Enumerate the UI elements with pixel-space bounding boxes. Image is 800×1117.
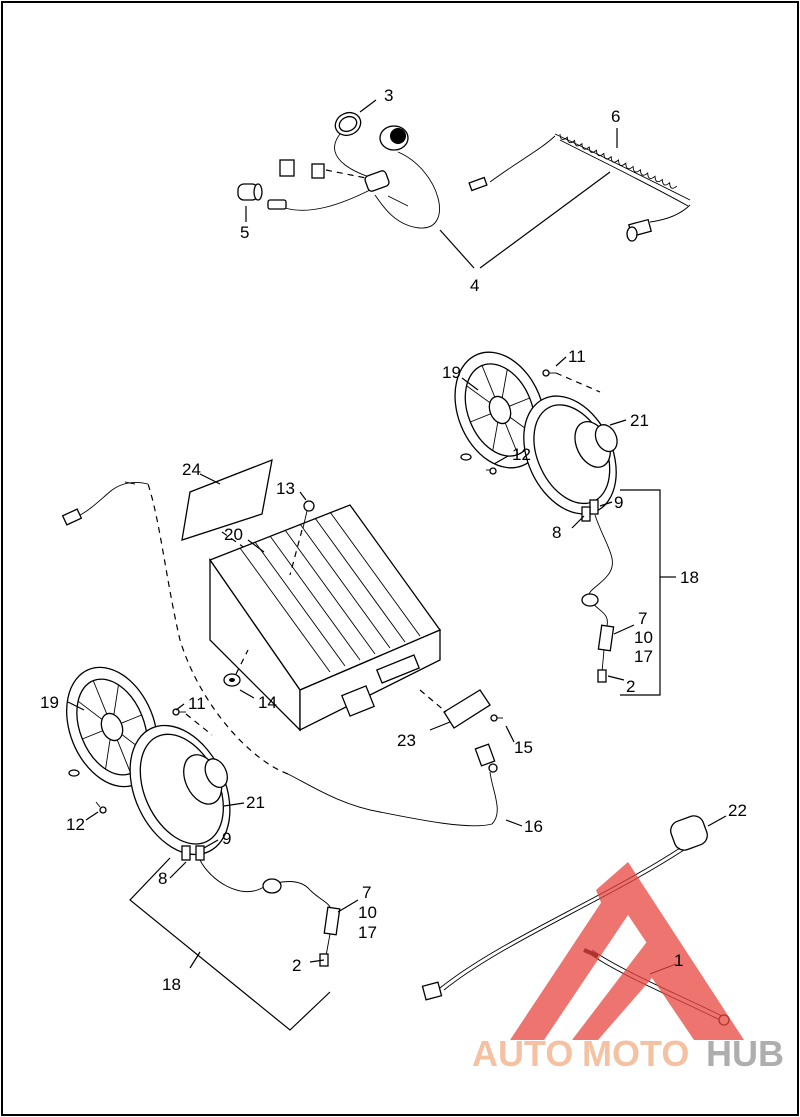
callout-12-right: 12 — [512, 445, 531, 464]
callout-10-right: 10 — [634, 628, 653, 647]
callout-6: 6 — [611, 107, 620, 126]
callout-8-right: 8 — [552, 523, 561, 542]
watermark-text: AUTO MOTO HUB — [472, 1033, 784, 1074]
callout-18-right: 18 — [680, 568, 699, 587]
logo-inner-triangle — [572, 935, 718, 1040]
callout-2-right: 2 — [626, 677, 635, 696]
callout-14: 14 — [258, 693, 277, 712]
callout-10-left: 10 — [358, 903, 377, 922]
callout-3: 3 — [384, 86, 393, 105]
callout-11-right: 11 — [568, 347, 586, 366]
callout-2-left: 2 — [292, 956, 301, 975]
callout-4: 4 — [470, 276, 479, 295]
callout-21-left: 21 — [246, 793, 265, 812]
callout-7-right: 7 — [638, 609, 647, 628]
callout-17-right: 17 — [634, 647, 653, 666]
callout-9-right: 9 — [614, 493, 623, 512]
callout-13: 13 — [276, 479, 295, 498]
callout-5: 5 — [240, 223, 249, 242]
callout-18-left: 18 — [162, 975, 181, 994]
callout-19-left: 19 — [40, 693, 59, 712]
watermark-logo — [510, 862, 744, 1040]
callout-8-left: 8 — [158, 869, 167, 888]
callout-1: 1 — [674, 951, 683, 970]
callout-17-left: 17 — [358, 923, 377, 942]
watermark-part2: MOTO — [582, 1033, 689, 1074]
callout-23: 23 — [397, 731, 416, 750]
logo-outer-triangle — [510, 862, 744, 1040]
watermark-part3: HUB — [706, 1033, 784, 1074]
callout-12-left: 12 — [66, 815, 85, 834]
callout-24: 24 — [182, 460, 201, 479]
callout-15: 15 — [514, 738, 533, 757]
callout-22: 22 — [728, 801, 747, 820]
headset-assembly — [237, 99, 691, 269]
callout-19-right: 19 — [442, 363, 461, 382]
amplifier-assembly — [61, 458, 523, 827]
right-speaker-assembly — [454, 351, 676, 696]
callout-20: 20 — [224, 525, 243, 544]
callout-7-left: 7 — [362, 883, 371, 902]
left-speaker-assembly — [66, 666, 359, 1031]
callout-9-left: 9 — [222, 829, 231, 848]
callout-21-right: 21 — [630, 411, 649, 430]
watermark-part1: AUTO — [472, 1033, 573, 1074]
callout-11-left: 11 — [188, 694, 206, 713]
callout-labels: 3 6 5 4 19 11 21 12 9 8 18 7 10 17 2 24 … — [40, 86, 747, 994]
callout-16: 16 — [524, 817, 543, 836]
